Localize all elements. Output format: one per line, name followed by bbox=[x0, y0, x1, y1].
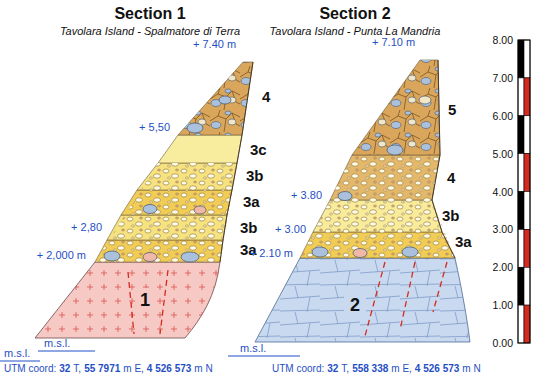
scale-tick-label: 8.00 bbox=[493, 34, 513, 46]
cliff-face bbox=[432, 60, 455, 258]
utm-coordinate: UTM coord: bbox=[272, 363, 324, 375]
scale-tick-label: 3.00 bbox=[493, 223, 513, 235]
unit-number: 3b bbox=[240, 219, 258, 236]
unit-number: 5 bbox=[448, 101, 456, 118]
fault-line bbox=[128, 270, 168, 334]
utm-coordinate: 4 526 573 bbox=[415, 363, 460, 375]
section-1-boulders bbox=[104, 96, 231, 262]
scale-tick-label: 0.00 bbox=[493, 337, 513, 349]
elevation-label: + 3.80 bbox=[291, 189, 322, 202]
section-title: Section 2 bbox=[319, 5, 390, 23]
elevation-label: + 2,000 m bbox=[37, 249, 86, 262]
unit-number: 4 bbox=[262, 88, 270, 105]
scale-tick-label: 4.00 bbox=[493, 185, 513, 197]
section-subtitle: Tavolara Island - Spalmatore di Terra bbox=[60, 25, 240, 38]
section-1-textures bbox=[95, 62, 253, 262]
section-1-layers bbox=[95, 62, 253, 262]
utm-coordinate: m N bbox=[462, 363, 480, 375]
cobble-texture bbox=[352, 60, 440, 155]
section-2-boulders bbox=[312, 96, 431, 258]
granite-texture bbox=[35, 262, 220, 338]
elevation-label: + 3.00 bbox=[275, 223, 306, 236]
layer-4 bbox=[178, 62, 253, 135]
unit-number: 1 bbox=[140, 290, 150, 311]
utm-coordinate: T, bbox=[341, 363, 349, 375]
scale-bar bbox=[518, 40, 530, 343]
layer-3c bbox=[158, 135, 242, 163]
scale-tick-label: 2.00 bbox=[493, 261, 513, 273]
section-title: Section 1 bbox=[114, 5, 185, 23]
utm-coordinate: m N bbox=[194, 363, 212, 375]
label-patch bbox=[135, 288, 155, 312]
pebble-texture bbox=[330, 155, 440, 200]
unit-number: 2 bbox=[350, 295, 360, 316]
utm-coordinate: m E, bbox=[391, 363, 412, 375]
cobble-texture bbox=[178, 62, 253, 135]
utm-coordinate: 558 338 bbox=[352, 363, 388, 375]
elevation-label: + 7.40 m bbox=[193, 38, 236, 51]
elevation-label: + 7.10 m bbox=[372, 36, 415, 49]
utm-coordinate: T, bbox=[73, 363, 81, 375]
scale-tick-label: 7.00 bbox=[493, 72, 513, 84]
scale-tick-label: 6.00 bbox=[493, 110, 513, 122]
scale-tick-label: 1.00 bbox=[493, 299, 513, 311]
layer-5 bbox=[352, 60, 440, 155]
limestone-texture bbox=[255, 258, 470, 342]
unit-number: 4 bbox=[447, 169, 455, 186]
utm-coordinate: m E, bbox=[123, 363, 144, 375]
unit-number: 3a bbox=[455, 233, 472, 250]
section-2-textures bbox=[300, 60, 455, 258]
limestone-basement bbox=[255, 258, 470, 342]
section-subtitle: Tavolara Island - Punta La Mandria bbox=[270, 25, 441, 38]
utm-coordinate: 32 bbox=[59, 363, 70, 375]
sea-level-label: m.s.l. bbox=[44, 337, 70, 350]
unit-number: 3b bbox=[246, 167, 264, 184]
unit-number: 3b bbox=[442, 207, 460, 224]
fault-line bbox=[365, 262, 447, 336]
sea-level-label: m.s.l. bbox=[4, 347, 30, 360]
pebble-texture bbox=[300, 200, 455, 258]
layer-4 bbox=[330, 155, 440, 200]
utm-coordinate: 55 7971 bbox=[84, 363, 120, 375]
section-2-layers bbox=[300, 60, 455, 258]
elevation-label: + 2,80 bbox=[71, 221, 102, 234]
elevation-label: + 2.10 m bbox=[250, 247, 293, 260]
pebble-texture bbox=[95, 163, 237, 262]
utm-coordinate: 32 bbox=[327, 363, 338, 375]
unit-number: 3a bbox=[243, 193, 260, 210]
utm-coordinate: 4 526 573 bbox=[147, 363, 192, 375]
scale-tick-label: 5.00 bbox=[493, 148, 513, 160]
unit-number: 3c bbox=[250, 141, 267, 158]
sea-level-label: m.s.l. bbox=[240, 342, 266, 355]
elevation-label: + 5,50 bbox=[139, 121, 170, 134]
label-patch bbox=[344, 292, 366, 318]
granite-basement bbox=[35, 262, 220, 338]
utm-coordinate: UTM coord: bbox=[4, 363, 56, 375]
